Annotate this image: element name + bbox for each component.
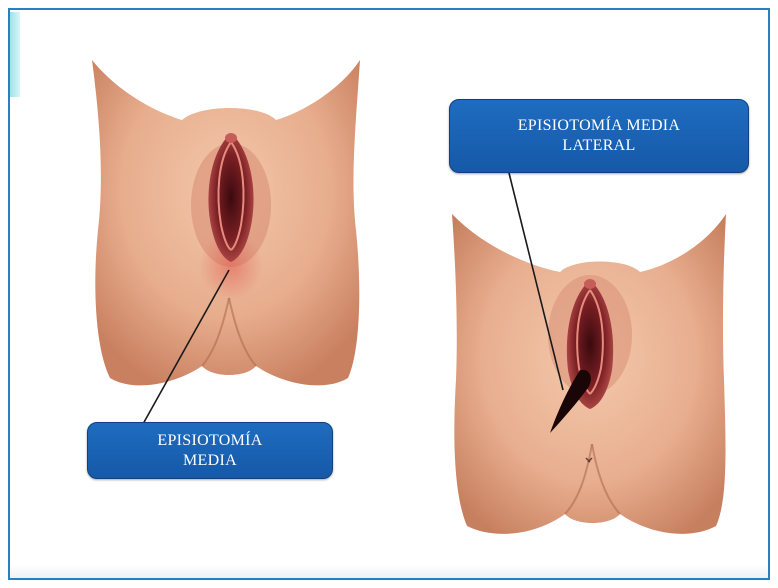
- callout-episiotomia-media: EPISIOTOMÍA MEDIA: [87, 422, 333, 479]
- callout-ml-line2: LATERAL: [518, 136, 681, 156]
- callout-media-line1: EPISIOTOMÍA: [157, 431, 262, 451]
- callout-episiotomia-media-lateral: EPISIOTOMÍA MEDIA LATERAL: [449, 99, 749, 173]
- right-perineum-illustration: [452, 214, 726, 534]
- callout-media-line2: MEDIA: [157, 451, 262, 471]
- callout-ml-line1: EPISIOTOMÍA MEDIA: [518, 116, 681, 136]
- left-perineum-illustration: [92, 60, 360, 385]
